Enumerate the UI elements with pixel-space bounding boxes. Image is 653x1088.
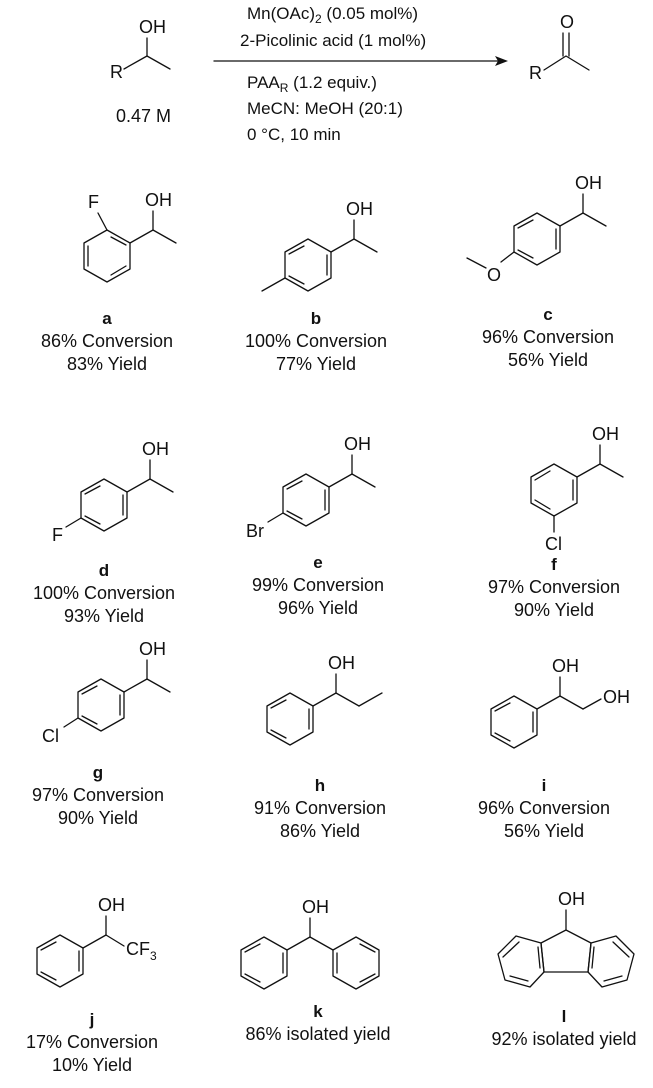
caption-l: l 92% isolated yield (491, 1007, 636, 1049)
conversion-text: 100% Conversion (33, 583, 175, 603)
atom-oh: OH (302, 897, 329, 917)
conversion-text: 100% Conversion (245, 331, 387, 351)
atom-f: F (88, 192, 99, 212)
structure-g: Cl OH (42, 639, 171, 746)
atom-oh: OH (552, 656, 579, 676)
conversion-text: 96% Conversion (478, 798, 610, 818)
structure-a: F OH (83, 190, 177, 283)
caption-i: i 96% Conversion 56% Yield (478, 776, 610, 841)
atom-cl: Cl (545, 534, 562, 554)
caption-b: b 100% Conversion 77% Yield (245, 309, 387, 374)
conversion-text: 97% Conversion (488, 577, 620, 597)
structure-c: O OH (466, 173, 607, 285)
structure-e: Br OH (246, 434, 376, 541)
caption-k: k 86% isolated yield (245, 1002, 390, 1044)
reactant-r-label: R (110, 62, 123, 82)
yield-text: 83% Yield (67, 354, 147, 374)
caption-e: e 99% Conversion 96% Yield (252, 553, 384, 618)
atom-oh: OH (344, 434, 371, 454)
caption-f: f 97% Conversion 90% Yield (488, 555, 620, 620)
compound-label: k (313, 1002, 323, 1021)
conversion-text: 91% Conversion (254, 798, 386, 818)
compound-label: j (89, 1010, 95, 1029)
compound-label: i (542, 776, 547, 795)
atom-br: Br (246, 521, 264, 541)
caption-a: a 86% Conversion 83% Yield (41, 309, 173, 374)
atom-oh: OH (558, 889, 585, 909)
yield-text: 77% Yield (276, 354, 356, 374)
compound-label: a (102, 309, 112, 328)
compound-label: c (543, 305, 552, 324)
reactant-alcohol: OH R (110, 17, 171, 82)
atom-oh: OH (328, 653, 355, 673)
product-o-label: O (560, 12, 574, 32)
structure-l: OH (497, 889, 635, 988)
compound-label: f (551, 555, 557, 574)
compound-label: h (315, 776, 325, 795)
caption-h: h 91% Conversion 86% Yield (254, 776, 386, 841)
yield-text: 86% Yield (280, 821, 360, 841)
compound-label: e (313, 553, 322, 572)
condition-catalyst: Mn(OAc)2 (0.05 mol%) (247, 4, 418, 26)
yield-text: 56% Yield (504, 821, 584, 841)
yield-text: 10% Yield (52, 1055, 132, 1075)
conversion-text: 96% Conversion (482, 327, 614, 347)
conversion-text: 86% Conversion (41, 331, 173, 351)
atom-oh: OH (98, 895, 125, 915)
yield-text: 90% Yield (58, 808, 138, 828)
structure-f: Cl OH (530, 424, 624, 554)
yield-text: 56% Yield (508, 350, 588, 370)
conversion-text: 17% Conversion (26, 1032, 158, 1052)
caption-g: g 97% Conversion 90% Yield (32, 763, 164, 828)
product-r-label: R (529, 63, 542, 83)
compound-label: b (311, 309, 321, 328)
condition-solvent: MeCN: MeOH (20:1) (247, 99, 403, 118)
condition-ligand: 2-Picolinic acid (1 mol%) (240, 31, 426, 50)
atom-oh: OH (139, 639, 166, 659)
atom-oh: OH (592, 424, 619, 444)
atom-oh: OH (142, 439, 169, 459)
structure-b: OH (261, 199, 378, 292)
structure-i: OH OH (490, 656, 630, 749)
atom-cf3: CF3 (126, 939, 157, 963)
yield-text: 96% Yield (278, 598, 358, 618)
reaction-arrow (213, 56, 508, 66)
caption-d: d 100% Conversion 93% Yield (33, 561, 175, 626)
yield-text: 90% Yield (514, 600, 594, 620)
atom-oh: OH (603, 687, 630, 707)
yield-text: 93% Yield (64, 606, 144, 626)
structure-h: OH (266, 653, 383, 746)
compound-label: l (562, 1007, 567, 1026)
isolated-yield-text: 92% isolated yield (491, 1029, 636, 1049)
atom-o: O (487, 265, 501, 285)
structure-j: OH CF3 (36, 895, 157, 988)
condition-temperature-time: 0 °C, 10 min (247, 125, 341, 144)
structure-k: OH (240, 897, 380, 990)
condition-oxidant: PAAR (1.2 equiv.) (247, 73, 377, 95)
atom-oh: OH (575, 173, 602, 193)
isolated-yield-text: 86% isolated yield (245, 1024, 390, 1044)
caption-j: j 17% Conversion 10% Yield (26, 1010, 158, 1075)
concentration-label: 0.47 M (116, 106, 171, 126)
conversion-text: 97% Conversion (32, 785, 164, 805)
compound-label: g (93, 763, 103, 782)
atom-oh: OH (145, 190, 172, 210)
atom-f: F (52, 525, 63, 545)
structure-d: F OH (52, 439, 174, 545)
atom-oh: OH (346, 199, 373, 219)
conversion-text: 99% Conversion (252, 575, 384, 595)
compound-label: d (99, 561, 109, 580)
atom-cl: Cl (42, 726, 59, 746)
caption-c: c 96% Conversion 56% Yield (482, 305, 614, 370)
reactant-oh-label: OH (139, 17, 166, 37)
product-ketone: O R (529, 12, 590, 83)
